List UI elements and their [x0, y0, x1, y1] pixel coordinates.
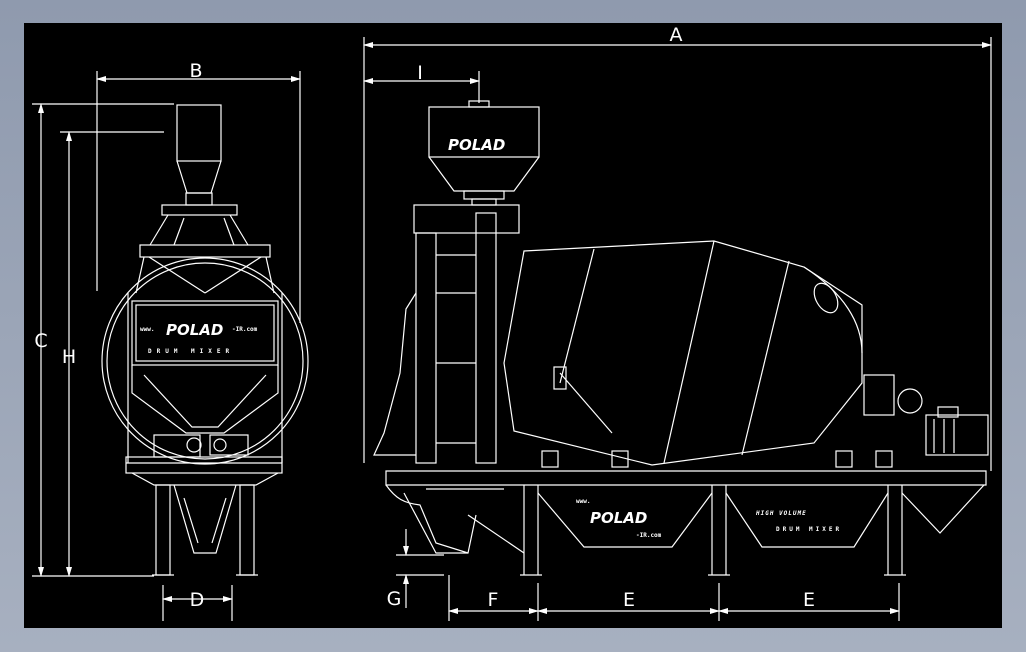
front-nameplate [131, 300, 279, 366]
dimension-labels: A B I C H D G F E E [34, 24, 815, 611]
dim-label-b: B [189, 60, 202, 82]
dim-label-e1: E [623, 589, 635, 611]
side-base-frame [385, 470, 987, 486]
front-leg-left [155, 484, 171, 576]
frame-domain: -IR.com [636, 532, 662, 539]
front-view [101, 104, 309, 576]
dim-label-c: C [34, 330, 47, 352]
branding: www. POLAD -IR.com DRUM MIXER POLAD www.… [140, 136, 842, 539]
dim-label-d: D [190, 589, 205, 611]
side-view [373, 100, 989, 576]
dimension-lines [32, 37, 992, 621]
front-top-hopper [176, 104, 222, 162]
dim-label-i: I [417, 62, 423, 84]
cad-viewport[interactable]: A B I C H D G F E E www. POLAD -IR.com D… [24, 23, 1002, 628]
front-www: www. [140, 326, 154, 333]
side-tower [413, 204, 520, 234]
dim-label-h: H [62, 346, 76, 368]
dim-label-a: A [670, 24, 683, 46]
side-subtitle: DRUM MIXER [776, 526, 842, 533]
frame-brand-logo: POLAD [590, 509, 647, 527]
front-leg-right [239, 484, 255, 576]
dim-label-f: F [488, 589, 499, 611]
technical-drawing: A B I C H D G F E E www. POLAD -IR.com D… [32, 24, 992, 621]
side-title: HIGH VOLUME [755, 510, 807, 517]
dim-label-e2: E [803, 589, 815, 611]
front-brand-logo: POLAD [166, 321, 223, 339]
front-subtitle: DRUM MIXER [148, 348, 234, 355]
frame-www: www. [576, 498, 590, 505]
front-domain: -IR.com [232, 326, 258, 333]
dim-label-g: G [387, 588, 402, 610]
hopper-brand-logo: POLAD [448, 136, 505, 154]
front-drum-outline [101, 257, 309, 465]
side-drum [503, 240, 863, 466]
